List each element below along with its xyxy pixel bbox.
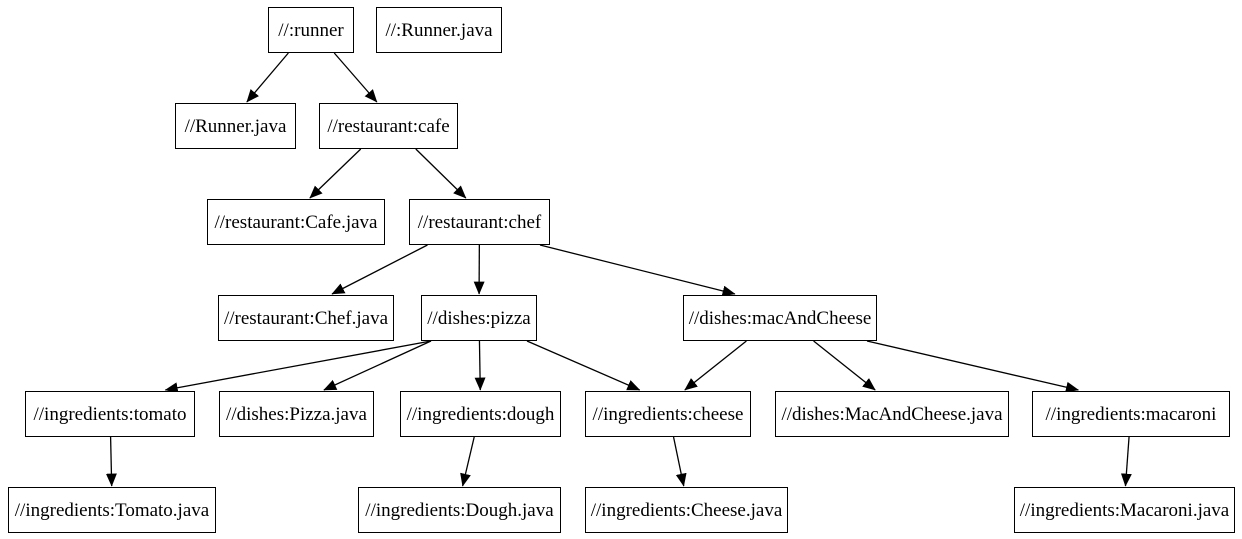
graph-edge-restaurant_chef-to-restaurant_chef_java [331,244,428,295]
graph-node-restaurant_cafe: //restaurant:cafe [319,103,458,149]
graph-node-ingredients_tomato: //ingredients:tomato [25,391,195,437]
graph-edge-restaurant_cafe-to-restaurant_cafe_java [309,148,362,199]
graph-edge-ingredients_tomato-to-ingredients_tomato_java [105,436,117,487]
graph-node-ingredients_macaroni_java: //ingredients:Macaroni.java [1014,487,1235,533]
graph-node-dishes_macandcheese_java: //dishes:MacAndCheese.java [775,391,1009,437]
graph-edge-dishes_macandcheese-to-ingredients_cheese [684,340,747,391]
graph-edges-group [105,52,1132,487]
graph-node-ingredients_dough: //ingredients:dough [400,391,561,437]
graph-edge-dishes_macandcheese-to-dishes_macandcheese_java [813,340,876,391]
graph-edge-dishes_pizza-to-dishes_pizza_java [323,340,432,391]
graph-node-ingredients_cheese_java: //ingredients:Cheese.java [585,487,788,533]
graph-node-restaurant_chef_java: //restaurant:Chef.java [218,295,394,341]
graph-edge-restaurant_chef-to-dishes_macandcheese [539,244,736,297]
graph-node-runner_java: //Runner.java [175,103,296,149]
graph-edge-dishes_pizza-to-ingredients_tomato [164,340,432,394]
graph-edge-ingredients_cheese-to-ingredients_cheese_java [672,436,687,487]
graph-node-ingredients_tomato_java: //ingredients:Tomato.java [8,487,216,533]
graph-edge-ingredients_dough-to-ingredients_dough_java [460,436,475,487]
graph-edge-runner-to-runner_java [246,52,289,103]
graph-node-dishes_macandcheese: //dishes:macAndCheese [683,295,877,341]
graph-edge-dishes_macandcheese-to-ingredients_macaroni [866,340,1079,393]
graph-node-restaurant_chef: //restaurant:chef [409,199,550,245]
graph-edge-runner-to-restaurant_cafe [333,52,378,103]
graph-node-ingredients_macaroni: //ingredients:macaroni [1032,391,1230,437]
graph-edge-restaurant_cafe-to-restaurant_chef [415,148,467,199]
graph-node-ingredients_dough_java: //ingredients:Dough.java [358,487,561,533]
graph-node-restaurant_cafe_java: //restaurant:Cafe.java [207,199,385,245]
graph-edge-ingredients_macaroni-to-ingredients_macaroni_java [1120,436,1132,487]
graph-edge-dishes_pizza-to-ingredients_dough [474,340,486,391]
graph-node-dishes_pizza_java: //dishes:Pizza.java [219,391,374,437]
graph-node-ingredients_cheese: //ingredients:cheese [585,391,751,437]
graph-node-root_runner_java: //:Runner.java [376,7,502,53]
graph-node-dishes_pizza: //dishes:pizza [421,295,537,341]
graph-edge-dishes_pizza-to-ingredients_cheese [526,340,641,391]
graph-node-runner: //:runner [268,7,354,53]
